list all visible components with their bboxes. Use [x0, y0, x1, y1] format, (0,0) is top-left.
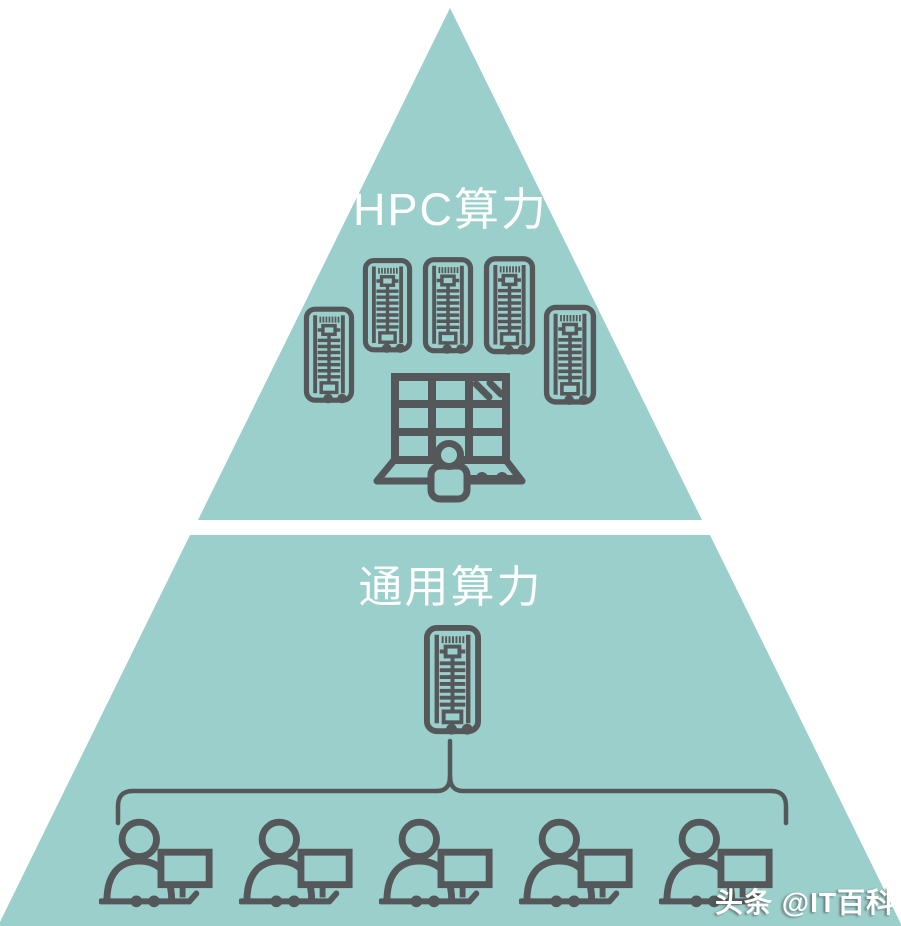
brace-connector [115, 738, 789, 826]
general-tier-label: 通用算力 [358, 563, 543, 612]
watermark-text: 头条 @IT百科 [715, 887, 895, 918]
hpc-tier-label: HPC算力 [352, 184, 548, 235]
operator-person-icon [427, 440, 520, 503]
